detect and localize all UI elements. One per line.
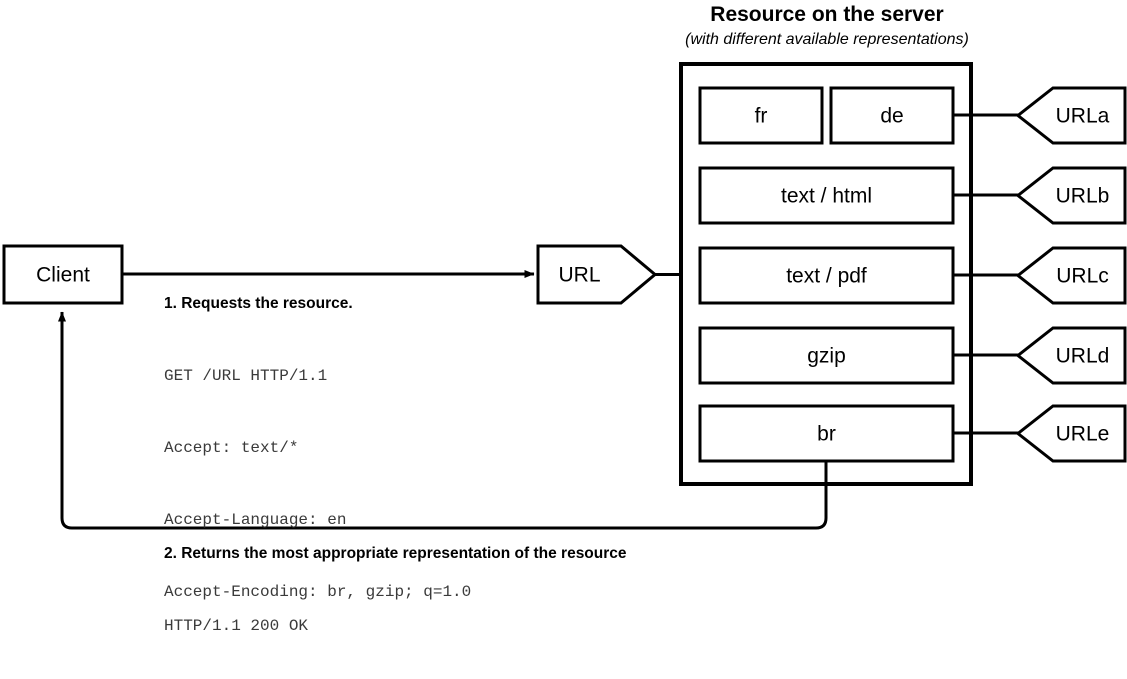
request-url-shape[interactable]: [536, 244, 658, 305]
response-arrow: [58, 311, 828, 530]
representation-box-br[interactable]: [698, 404, 955, 463]
url-variant-shape-b[interactable]: [1015, 166, 1127, 225]
representation-box-text-pdf[interactable]: [698, 246, 955, 305]
page-title: Resource on the server: [710, 3, 944, 26]
step1-line-4: Accept-Encoding: br, gzip; q=1.0: [164, 583, 472, 601]
step2-line-1: HTTP/1.1 200 OK: [164, 617, 309, 635]
representation-label-text-pdf: text / pdf: [786, 264, 867, 288]
url-variant-label-b: URLb: [1055, 184, 1110, 208]
url-variant-label-c: URLc: [1056, 264, 1109, 288]
url-variant-shape-d[interactable]: [1015, 326, 1127, 385]
request-url-label: URL: [558, 263, 601, 287]
url-variant-shape-e[interactable]: [1015, 404, 1127, 463]
representation-label-gzip: gzip: [807, 344, 846, 368]
client-box[interactable]: [2, 244, 124, 305]
url-variant-label-d: URLd: [1055, 344, 1110, 368]
client-label: Client: [36, 263, 90, 287]
page-subtitle: (with different available representation…: [685, 31, 969, 48]
url-variant-label-e: URLe: [1055, 422, 1110, 446]
representation-label-de: de: [880, 104, 904, 128]
representation-label-br: br: [817, 422, 836, 446]
step2-title: 2. Returns the most appropriate represen…: [164, 545, 627, 562]
step1-line-1: GET /URL HTTP/1.1: [164, 367, 328, 385]
step2-http-response: HTTP/1.1 200 OK Content-Location: /URLe …: [164, 566, 385, 679]
step1-title: 1. Requests the resource.: [164, 295, 353, 312]
representation-box-text-html[interactable]: [698, 166, 955, 225]
step1-http-request: GET /URL HTTP/1.1 Accept: text/* Accept-…: [164, 316, 471, 652]
representation-label-fr: fr: [754, 104, 768, 128]
step1-line-2: Accept: text/*: [164, 439, 299, 457]
representation-box-fr[interactable]: [698, 86, 824, 145]
step1-line-3: Accept-Language: en: [164, 511, 347, 529]
representation-label-text-html: text / html: [780, 184, 873, 208]
url-variant-shape-c[interactable]: [1015, 246, 1127, 305]
representation-box-de[interactable]: [829, 86, 955, 145]
url-variant-shape-a[interactable]: [1015, 86, 1127, 145]
url-variant-label-a: URLa: [1055, 104, 1110, 128]
representation-box-gzip[interactable]: [698, 326, 955, 385]
